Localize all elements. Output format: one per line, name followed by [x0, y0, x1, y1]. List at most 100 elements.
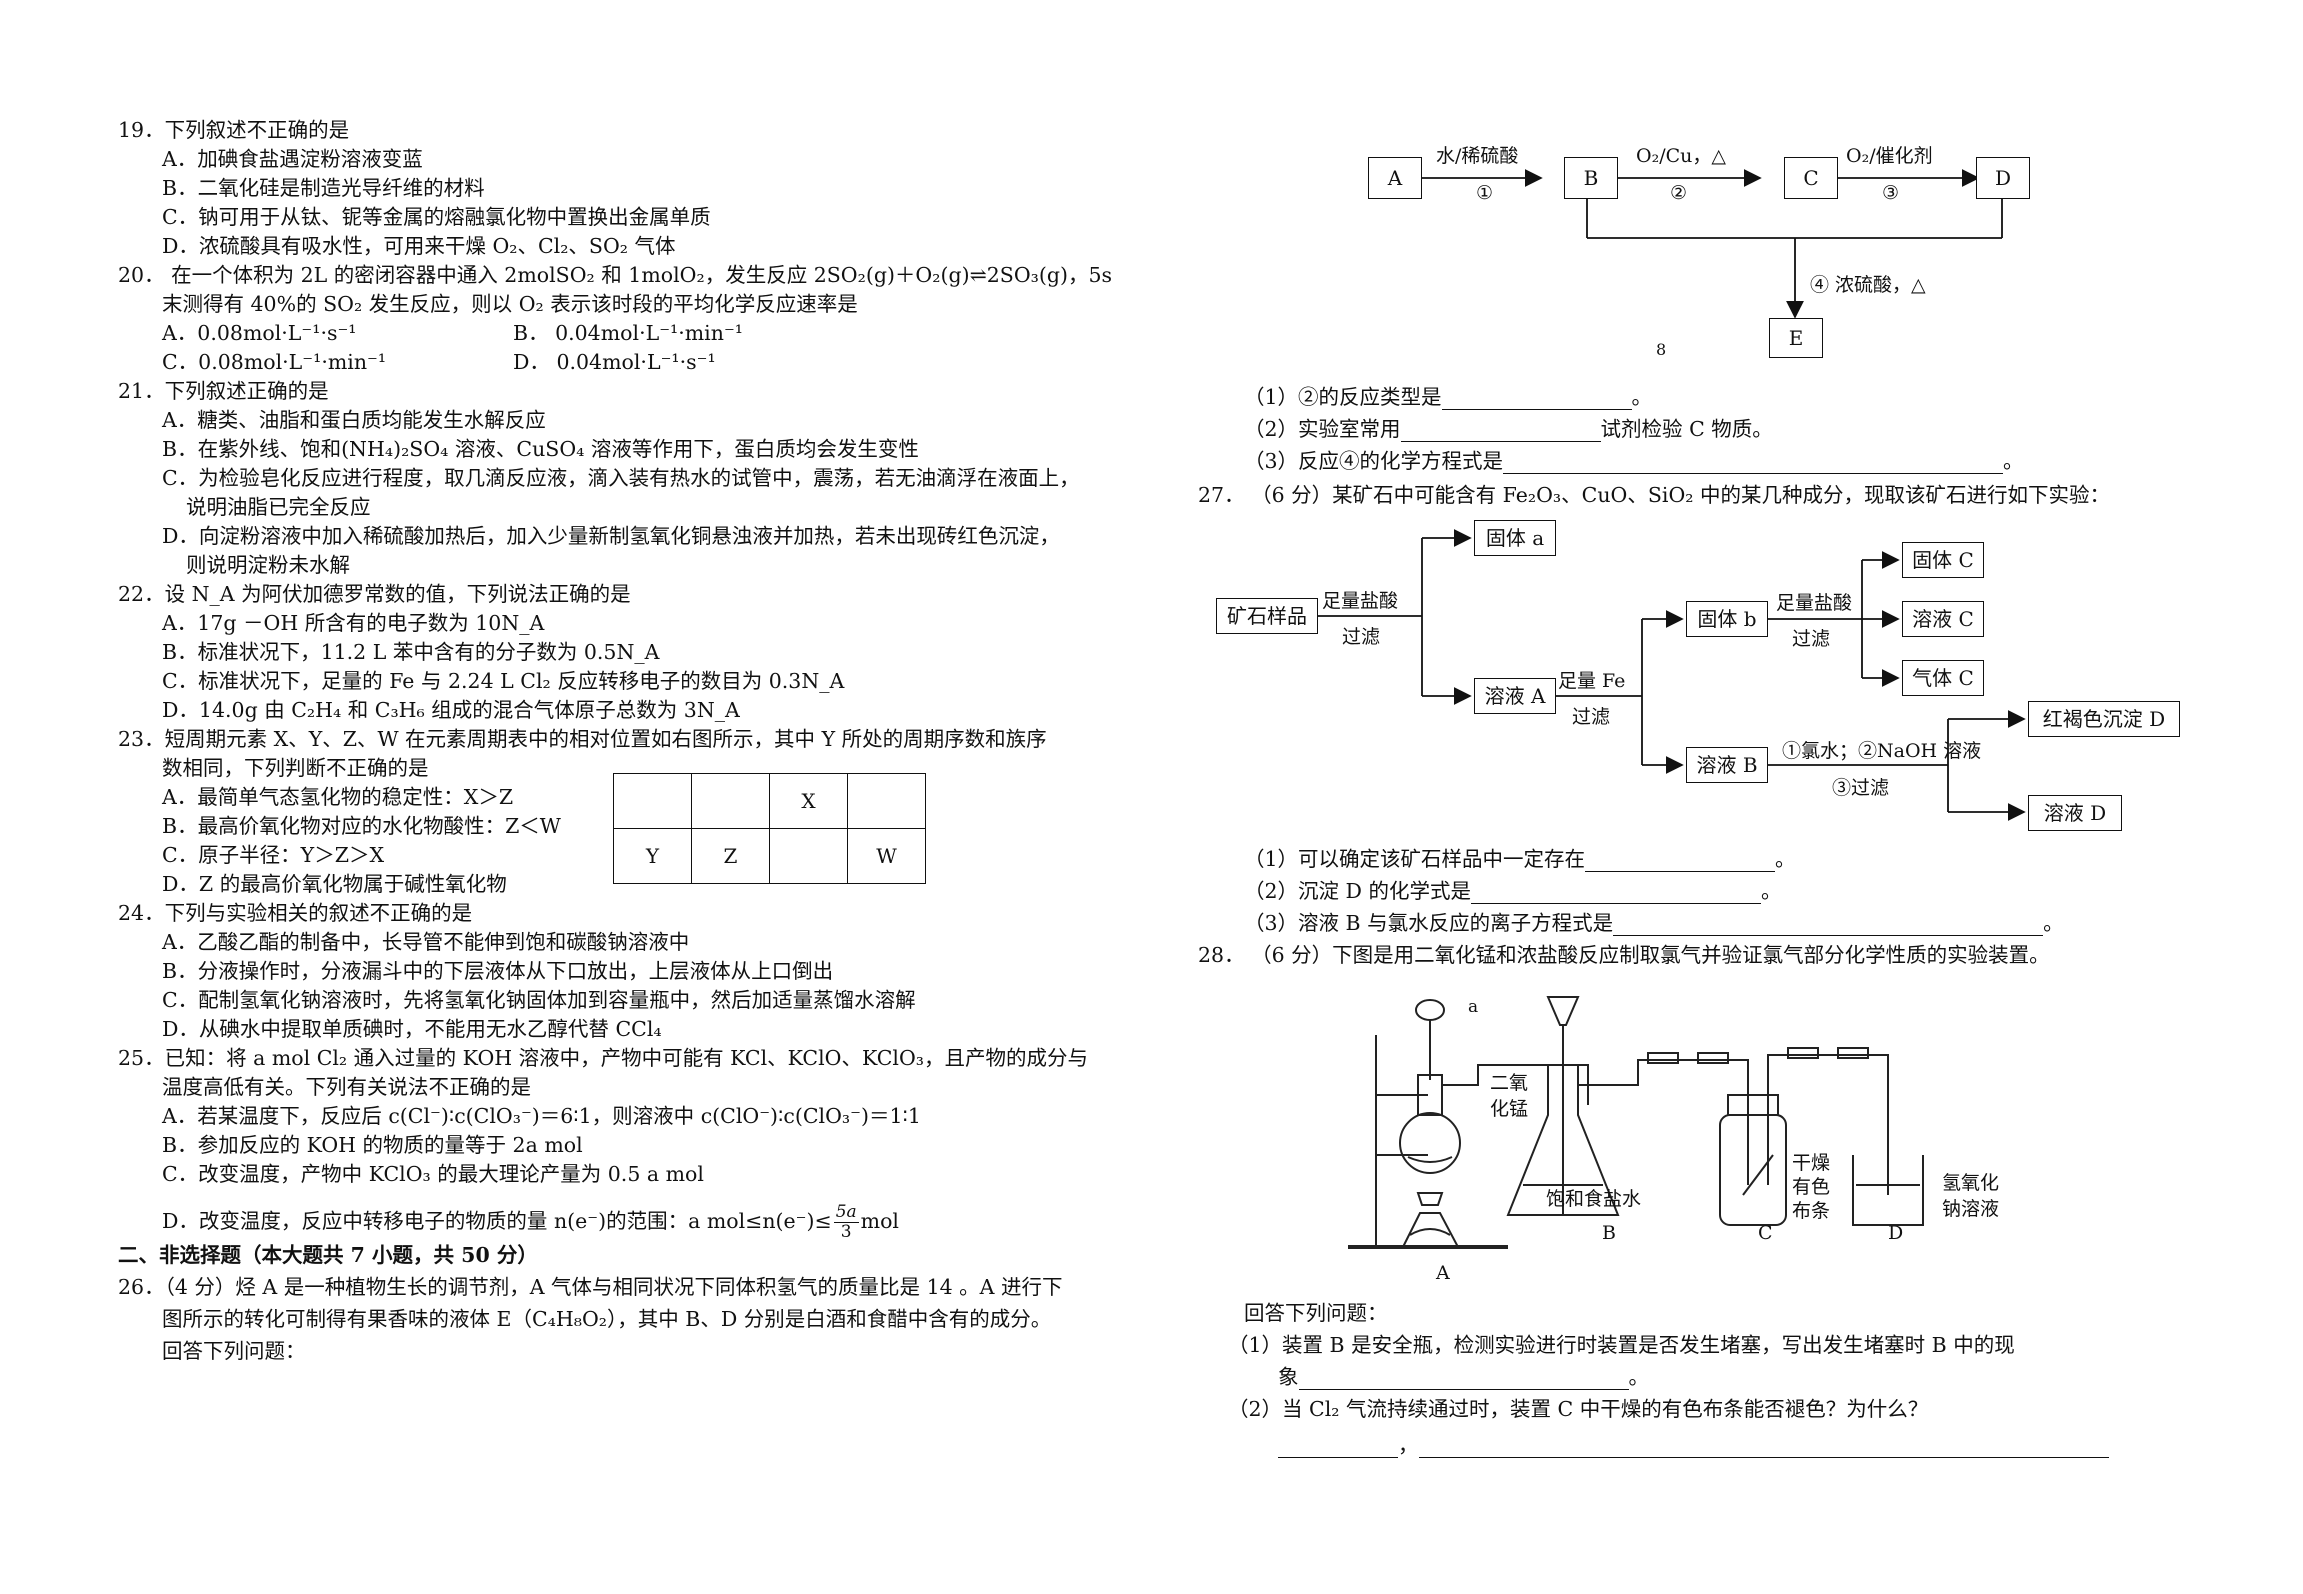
pt-cell: Y	[613, 828, 692, 884]
q27-part2-text: （2）沉淀 D 的化学式是	[1244, 879, 1472, 903]
q20-option-a: A．0.08mol·L⁻¹·s⁻¹	[162, 321, 357, 345]
q22-stem: 22．设 N_A 为阿伏加德罗常数的值，下列说法正确的是	[118, 582, 631, 606]
edge4-reagent: ①氯水；②NaOH 溶液	[1782, 740, 1982, 762]
q23-option-b: B．最高价氧化物对应的水化物酸性：Z＜W	[162, 814, 561, 838]
node-solid-b: 固体 b	[1686, 601, 1768, 637]
q24-stem: 24．下列与实验相关的叙述不正确的是	[118, 901, 473, 925]
node-a: A	[1368, 157, 1422, 199]
q20-stem2: 末测得有 40%的 SO₂ 发生反应，则以 O₂ 表示该时段的平均化学反应速率是	[162, 292, 858, 316]
figure-number: 8	[1656, 340, 1667, 359]
q24-option-b: B．分液操作时，分液漏斗中的下层液体从下口放出，上层液体从上口倒出	[162, 959, 834, 983]
label-mno2-1: 二氧	[1490, 1072, 1529, 1094]
q20-stem: 20． 在一个体积为 2L 的密闭容器中通入 2molSO₂ 和 1molO₂，…	[118, 263, 1113, 287]
answer-blank[interactable]	[1585, 851, 1776, 872]
q26-part1-end: 。	[1631, 385, 1653, 409]
fraction-numerator: 5a	[833, 1202, 859, 1223]
q27-part1-end: 。	[1775, 847, 1796, 871]
q23-stem2: 数相同，下列判断不正确的是	[162, 756, 429, 780]
label-naoh-1: 氢氧化	[1942, 1172, 2000, 1194]
q26-part3: （3）反应④的化学方程式是 。	[1244, 448, 2024, 474]
q19-option-c: C．钠可用于从钛、铌等金属的熔融氯化物中置换出金属单质	[162, 205, 711, 229]
edge1-op: 过滤	[1342, 626, 1381, 648]
section-2-heading: 二、非选择题（本大题共 7 小题，共 50 分）	[118, 1243, 538, 1267]
q27-part1: （1）可以确定该矿石样品中一定存在 。	[1244, 846, 1796, 872]
q28-part1-cont: 象。	[1278, 1364, 1649, 1390]
fraction-unit: mol	[860, 1209, 899, 1233]
q26-part2-end: 试剂检验 C 物质。	[1600, 417, 1773, 441]
q21-option-c-cont: 说明油脂已完全反应	[186, 495, 371, 519]
arrow2-reagent: O₂/Cu，△	[1636, 145, 1726, 167]
q23-option-a: A．最简单气态氢化物的稳定性：X＞Z	[162, 785, 514, 809]
node-c: C	[1784, 157, 1838, 199]
arrow1-reagent: 水/稀硫酸	[1436, 145, 1519, 167]
label-dry-2: 有色	[1792, 1176, 1831, 1198]
q23-option-d: D．Z 的最高价氧化物属于碱性氧化物	[162, 872, 507, 896]
q27-part3-text: （3）溶液 B 与氯水反应的离子方程式是	[1244, 911, 1614, 935]
fraction-denominator: 3	[840, 1222, 852, 1242]
q22-option-a: A．17g －OH 所含有的电子数为 10N_A	[162, 611, 545, 635]
arrow2-number: ②	[1670, 182, 1688, 204]
q21-option-b: B．在紫外线、饱和(NH₄)₂SO₄ 溶液、CuSO₄ 溶液等作用下，蛋白质均会…	[162, 437, 919, 461]
q24-option-c: C．配制氢氧化钠溶液时，先将氢氧化钠固体加到容量瓶中，然后加适量蒸馏水溶解	[162, 988, 916, 1012]
arrow4-reagent: ④ 浓硫酸，△	[1810, 274, 1926, 296]
q25-option-d: D．改变温度，反应中转移电子的物质的量 n(e⁻)的范围：a mol≤n(e⁻)…	[162, 1203, 899, 1242]
node-solid-a: 固体 a	[1474, 520, 1556, 556]
q19-option-b: B．二氧化硅是制造光导纤维的材料	[162, 176, 485, 200]
answer-blank[interactable]	[1298, 1369, 1629, 1390]
node-d: D	[1976, 157, 2030, 199]
answer-blank[interactable]	[1503, 453, 2004, 474]
apparatus-drawing	[1348, 996, 1924, 1249]
answer-blank[interactable]	[1278, 1437, 1398, 1458]
answer-blank[interactable]	[1471, 883, 1762, 904]
q27-part1-text: （1）可以确定该矿石样品中一定存在	[1244, 847, 1586, 871]
q26-part2: （2）实验室常用试剂检验 C 物质。	[1244, 416, 1773, 442]
label-dry-1: 干燥	[1792, 1152, 1831, 1174]
label-mno2-2: 化锰	[1490, 1098, 1529, 1120]
q27-part2: （2）沉淀 D 的化学式是。	[1244, 878, 1782, 904]
label-apparatus-c: C	[1758, 1222, 1773, 1244]
label-apparatus-a: A	[1436, 1262, 1450, 1284]
q26-stem2: 图所示的转化可制得有果香味的液体 E（C₄H₈O₂），其中 B、D 分别是白酒和…	[162, 1307, 1052, 1331]
q19-stem: 19．下列叙述不正确的是	[118, 118, 350, 142]
answer-blank[interactable]	[1613, 915, 2044, 936]
q24-option-d: D．从碘水中提取单质碘时，不能用无水乙醇代替 CCl₄	[162, 1017, 662, 1041]
q25-option-b: B．参加反应的 KOH 的物质的量等于 2a mol	[162, 1133, 583, 1157]
q25-option-d-text: D．改变温度，反应中转移电子的物质的量 n(e⁻)的范围：a mol≤n(e⁻)…	[162, 1209, 832, 1233]
edge4-op: ③过滤	[1832, 777, 1890, 799]
q27-flow-arrows	[1296, 529, 2026, 821]
q26-stem: 26．（4 分）烃 A 是一种植物生长的调节剂，A 气体与相同状况下同体积氢气的…	[118, 1275, 1063, 1299]
q27-stem: 27． （6 分）某矿石中可能含有 Fe₂O₃、CuO、SiO₂ 中的某几种成分…	[1198, 483, 2110, 507]
q26-flow-arrows	[1380, 169, 2003, 319]
q26-stem3: 回答下列问题：	[162, 1339, 306, 1363]
q26-part3-end: 。	[2003, 449, 2024, 473]
pt-cell: W	[847, 828, 926, 884]
q25-stem2: 温度高低有关。下列有关说法不正确的是	[162, 1075, 531, 1099]
q19-option-a: A．加碘食盐遇淀粉溶液变蓝	[162, 147, 423, 171]
q22-option-d: D．14.0g 由 C₂H₄ 和 C₃H₆ 组成的混合气体原子总数为 3N_A	[162, 698, 740, 722]
q24-option-a: A．乙酸乙酯的制备中，长导管不能伸到饱和碳酸钠溶液中	[162, 930, 690, 954]
answer-blank[interactable]	[1400, 421, 1601, 442]
answer-blank[interactable]	[1418, 1437, 2109, 1458]
q21-option-c: C．为检验皂化反应进行程度，取几滴反应液，滴入装有热水的试管中，震荡，若无油滴浮…	[162, 466, 1080, 490]
q26-part3-text: （3）反应④的化学方程式是	[1244, 449, 1504, 473]
q28-stem: 28． （6 分）下图是用二氧化锰和浓盐酸反应制取氯气并验证氯气部分化学性质的实…	[1198, 943, 2050, 967]
node-e: E	[1769, 318, 1823, 358]
node-solution-d: 溶液 D	[2028, 795, 2122, 831]
node-gas-c: 气体 C	[1902, 660, 1984, 696]
q19-option-d: D．浓硫酸具有吸水性，可用来干燥 O₂、Cl₂、SO₂ 气体	[162, 234, 676, 258]
answer-blank[interactable]	[1441, 389, 1632, 410]
edge2-op: 过滤	[1572, 706, 1611, 728]
label-a: a	[1468, 997, 1479, 1017]
q20-option-b: B． 0.04mol·L⁻¹·min⁻¹	[513, 321, 743, 345]
edge3-reagent: 足量盐酸	[1776, 592, 1853, 614]
q21-stem: 21．下列叙述正确的是	[118, 379, 329, 403]
edge3-op: 过滤	[1792, 628, 1831, 650]
q23-stem: 23．短周期元素 X、Y、Z、W 在元素周期表中的相对位置如右图所示，其中 Y …	[118, 727, 1047, 751]
q27-part3: （3）溶液 B 与氯水反应的离子方程式是。	[1244, 910, 2064, 936]
q21-option-d: D．向淀粉溶液中加入稀硫酸加热后，加入少量新制氢氧化铜悬浊液并加热，若未出现砖红…	[162, 524, 1060, 548]
q20-option-c: C．0.08mol·L⁻¹·min⁻¹	[162, 350, 387, 374]
q25-option-c: C．改变温度，产物中 KClO₃ 的最大理论产量为 0.5 a mol	[162, 1162, 704, 1186]
label-dry-3: 布条	[1792, 1200, 1831, 1222]
label-apparatus-b: B	[1602, 1222, 1616, 1244]
label-naoh-2: 钠溶液	[1942, 1198, 2000, 1220]
